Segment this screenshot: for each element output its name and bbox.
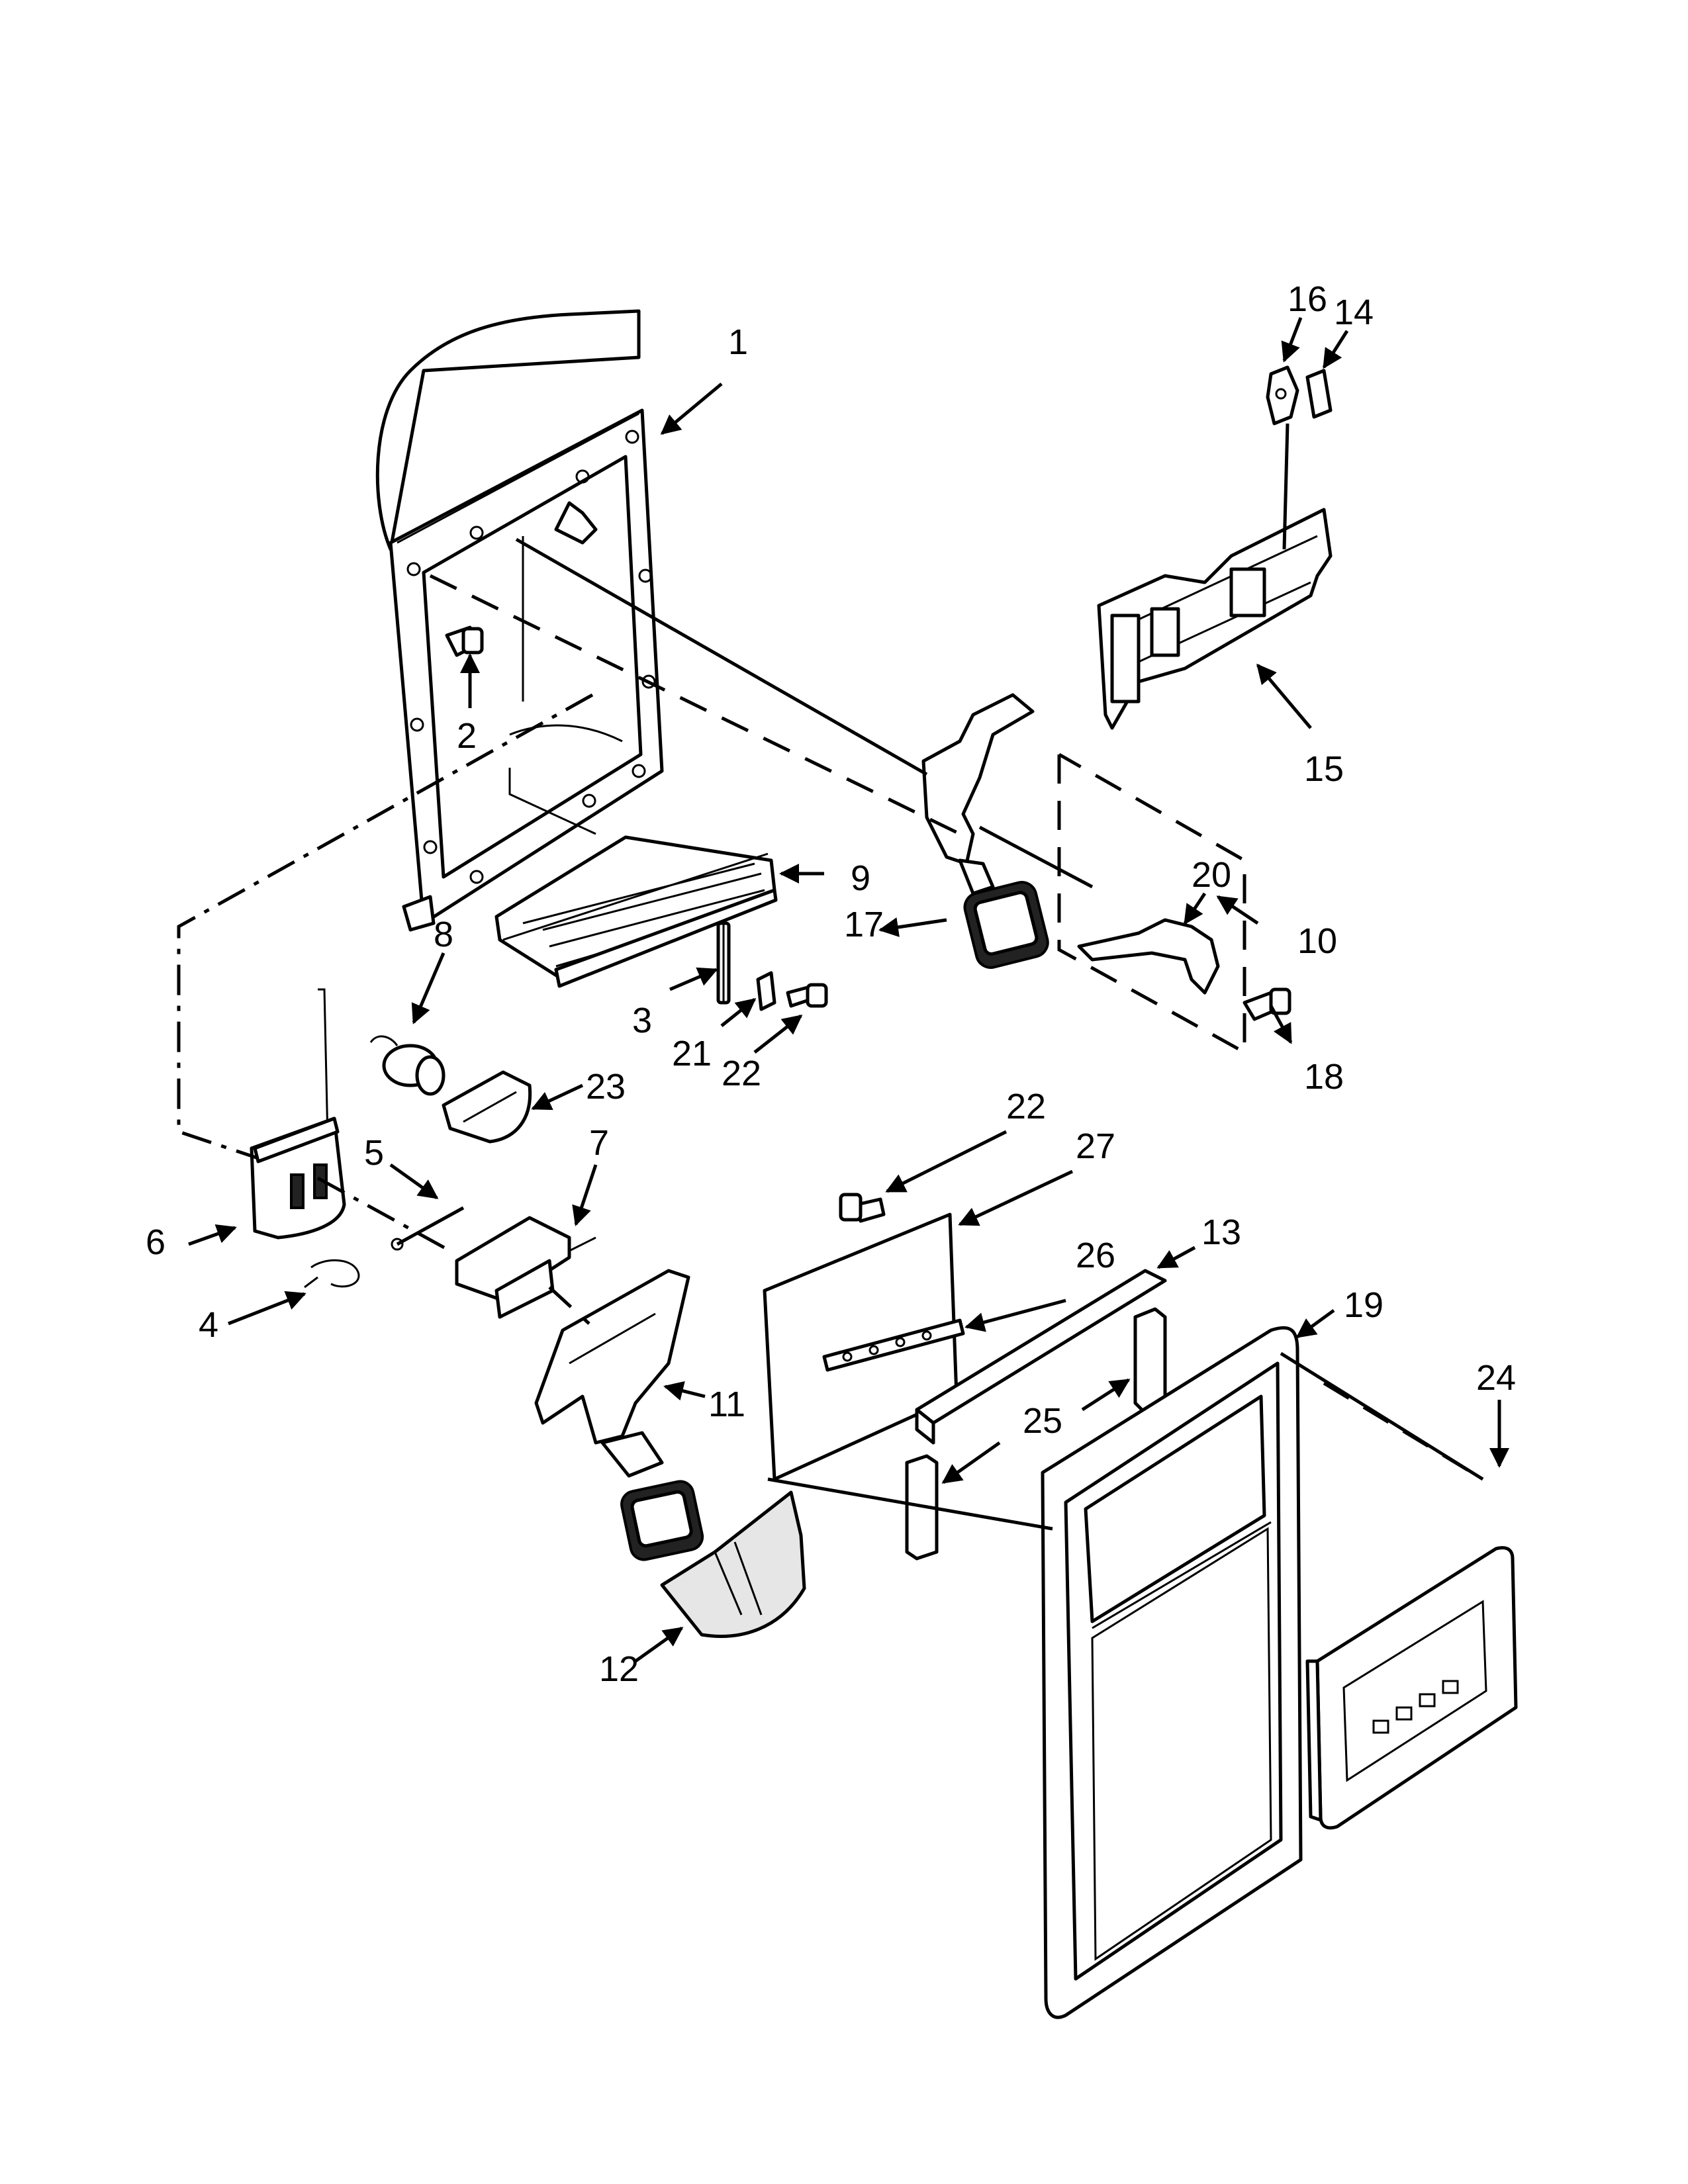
actuator-17 [921,693,1049,969]
callout-11: 11 [708,1385,745,1424]
callout-15: 15 [1304,749,1344,789]
callout-10: 10 [1297,921,1337,961]
callout-18: 18 [1304,1057,1344,1097]
callout-labels: 1 2 3 4 5 6 7 8 9 10 11 12 13 14 15 16 1… [146,279,1516,1689]
screw-18 [1243,987,1291,1021]
spring-4 [304,1259,360,1289]
screw-22b [839,1193,886,1223]
housing-frame [375,309,664,932]
chute-12 [660,1490,806,1638]
drip-tray [494,835,778,988]
callout-25a: 25 [1023,1401,1062,1441]
callout-16: 16 [1288,279,1327,319]
callout-26: 26 [1076,1236,1115,1275]
callout-9: 9 [851,858,870,898]
callout-27: 27 [1076,1126,1115,1166]
bar-13 [915,1269,1167,1445]
callout-7: 7 [589,1123,609,1163]
front-bezel-19 [1041,1326,1303,2019]
screw-2 [445,625,484,657]
lever-arm-20 [1077,918,1220,995]
switch-16 [1266,365,1299,426]
callout-12: 12 [599,1649,639,1689]
assembly-lines [177,423,1484,1531]
cover-23 [442,1070,532,1144]
callout-20: 20 [1192,855,1231,895]
spring-clip-3 [716,921,731,1005]
callout-17: 17 [844,905,884,944]
control-panel-24 [1305,1546,1518,1830]
callout-14: 14 [1334,293,1374,332]
callout-3: 3 [632,1001,652,1040]
callout-13: 13 [1201,1212,1241,1252]
callout-24: 24 [1476,1358,1516,1398]
callout-4: 4 [199,1305,218,1345]
screw-22a [786,983,828,1008]
callout-2: 2 [457,716,477,756]
callout-1: 1 [728,322,748,362]
pin-5 [391,1206,465,1251]
callout-5: 5 [364,1133,384,1173]
callout-21: 21 [672,1034,712,1073]
callout-8: 8 [434,915,453,954]
clip-21 [756,971,776,1011]
ice-lever-11 [534,1269,704,1561]
callout-19: 19 [1344,1285,1383,1325]
dispenser-module-6 [250,988,346,1240]
solenoid-8 [369,1035,445,1096]
light-strip-26 [822,1318,965,1372]
callout-22b: 22 [1006,1087,1046,1126]
callout-6: 6 [146,1222,165,1262]
lever-bracket-7 [455,1216,596,1319]
callout-22a: 22 [722,1054,761,1093]
leader-arrows [188,317,1509,1663]
plate-14 [1305,369,1333,419]
callout-23: 23 [586,1067,626,1107]
control-housing-15 [1097,508,1333,730]
